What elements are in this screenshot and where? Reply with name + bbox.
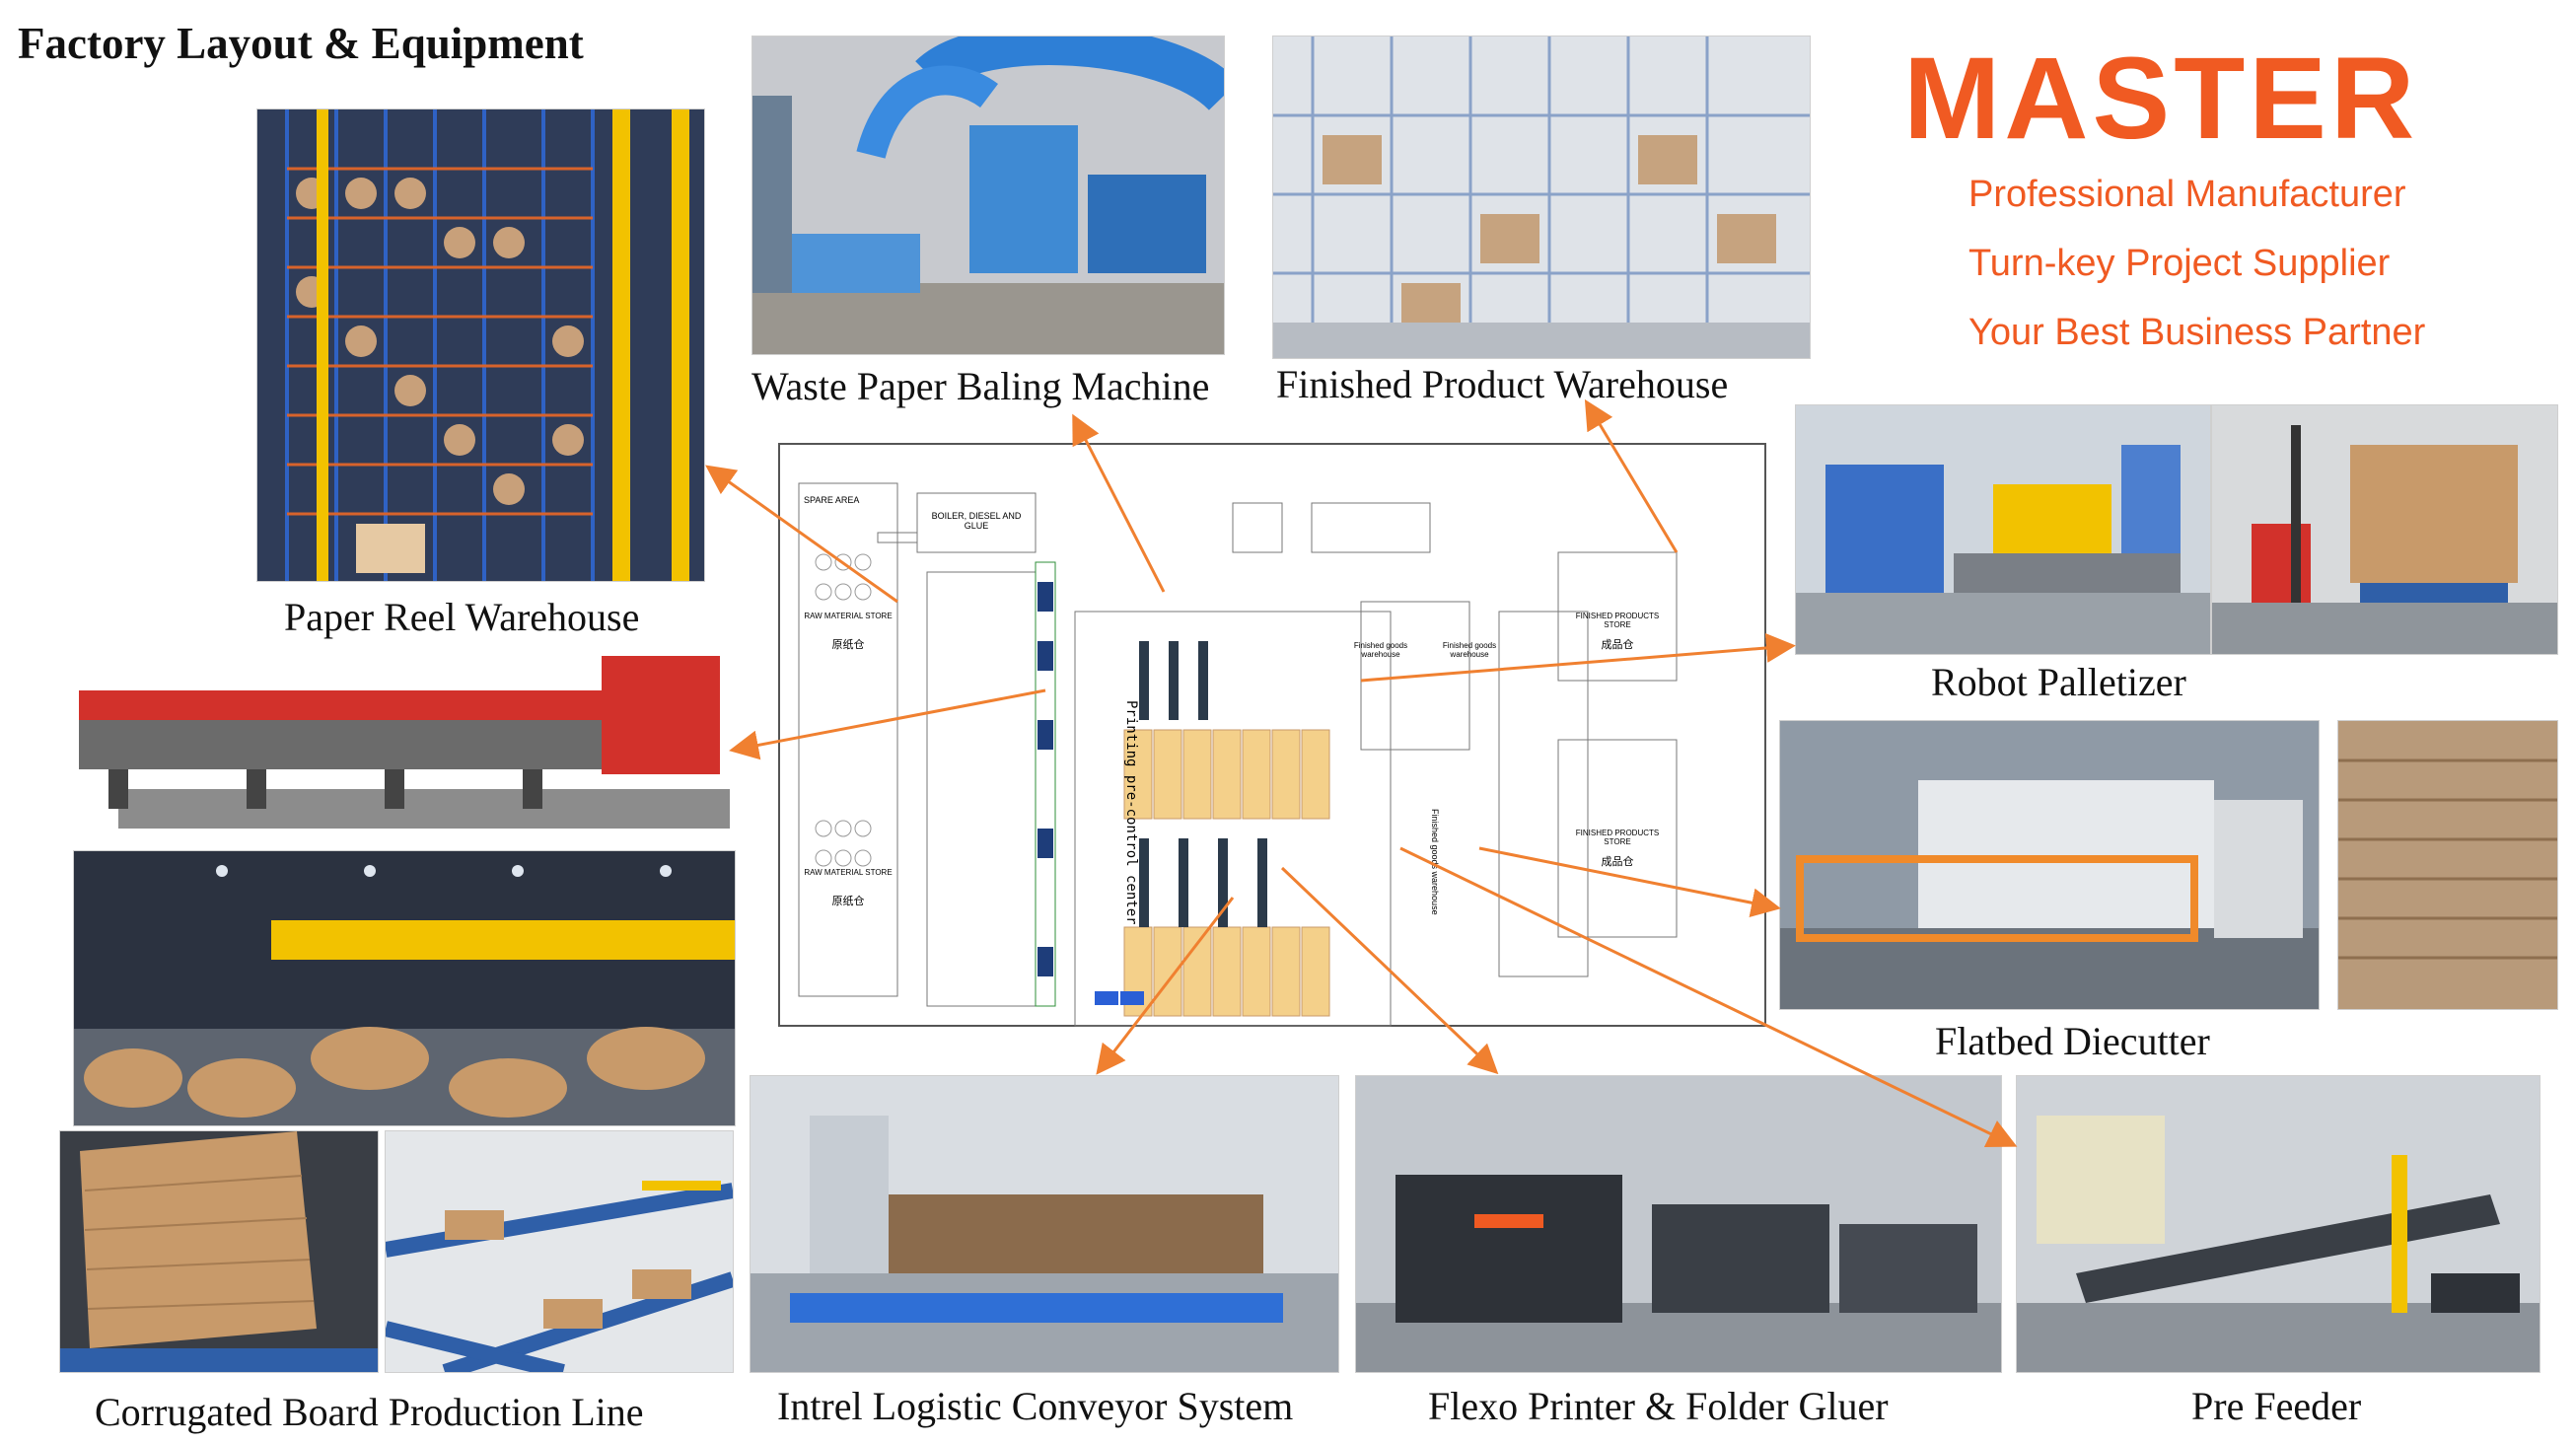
plan-spare-area: SPARE AREA <box>804 495 860 505</box>
flexo-printer-photo <box>1355 1075 2002 1373</box>
flatbed-diecutter-photo-2 <box>2337 720 2558 1010</box>
caption-robot-palletizer: Robot Palletizer <box>1931 660 2186 704</box>
master-logo: MASTER <box>1903 34 2419 164</box>
plan-finished-store-1: FINISHED PRODUCTS STORE <box>1575 612 1660 629</box>
caption-paper-reel-warehouse: Paper Reel Warehouse <box>284 595 640 639</box>
factory-floor-plan: SPARE AREA BOILER, DIESEL AND GLUE RAW M… <box>750 434 1779 1046</box>
robot-palletizer-photo-2 <box>2211 404 2558 655</box>
plan-finished-goods-vertical: Finished goods warehouse <box>1430 809 1440 915</box>
finished-product-warehouse-photo <box>1272 36 1811 359</box>
paper-reel-warehouse-photo <box>256 108 705 582</box>
waste-paper-baling-photo <box>751 36 1225 355</box>
plan-boiler: BOILER, DIESEL AND GLUE <box>931 511 1022 531</box>
plan-raw-store-2: RAW MATERIAL STORE <box>804 868 893 877</box>
conveyor-render-photo <box>385 1130 734 1373</box>
page-title: Factory Layout & Equipment <box>18 19 584 68</box>
corrugated-board-stack-photo <box>59 1130 379 1373</box>
caption-flexo-printer: Flexo Printer & Folder Gluer <box>1428 1384 1889 1428</box>
caption-flatbed-diecutter: Flatbed Diecutter <box>1935 1019 2210 1063</box>
tagline-1: Professional Manufacturer <box>1968 174 2406 215</box>
robot-palletizer-photo-1 <box>1795 404 2211 655</box>
plan-finished-store-1-cn: 成品仓 <box>1601 638 1634 651</box>
caption-conveyor-system: Intrel Logistic Conveyor System <box>777 1384 1294 1428</box>
plan-finished-goods-1: Finished goods warehouse <box>1353 641 1408 659</box>
caption-pre-feeder: Pre Feeder <box>2191 1384 2362 1428</box>
conveyor-system-photo <box>750 1075 1339 1373</box>
plan-finished-store-2-cn: 成品仓 <box>1601 855 1634 868</box>
tagline-3: Your Best Business Partner <box>1968 312 2426 353</box>
flatbed-diecutter-photo-1 <box>1779 720 2320 1010</box>
plan-raw-store-2-cn: 原纸仓 <box>831 895 865 907</box>
plan-raw-store-1-cn: 原纸仓 <box>831 638 865 651</box>
caption-waste-paper-baling: Waste Paper Baling Machine <box>751 364 1210 408</box>
plan-printing-center: Printing pre-control center <box>1123 700 1139 925</box>
caption-finished-product-warehouse: Finished Product Warehouse <box>1276 362 1729 406</box>
caption-corrugated-line: Corrugated Board Production Line <box>95 1390 644 1434</box>
corrugated-line-render <box>49 641 730 848</box>
pre-feeder-photo <box>2016 1075 2540 1373</box>
plan-finished-store-2: FINISHED PRODUCTS STORE <box>1575 829 1660 846</box>
tagline-2: Turn-key Project Supplier <box>1968 243 2391 284</box>
corrugator-hall-photo <box>73 850 736 1126</box>
plan-raw-store-1: RAW MATERIAL STORE <box>804 612 893 620</box>
plan-finished-goods-2: Finished goods warehouse <box>1442 641 1497 659</box>
